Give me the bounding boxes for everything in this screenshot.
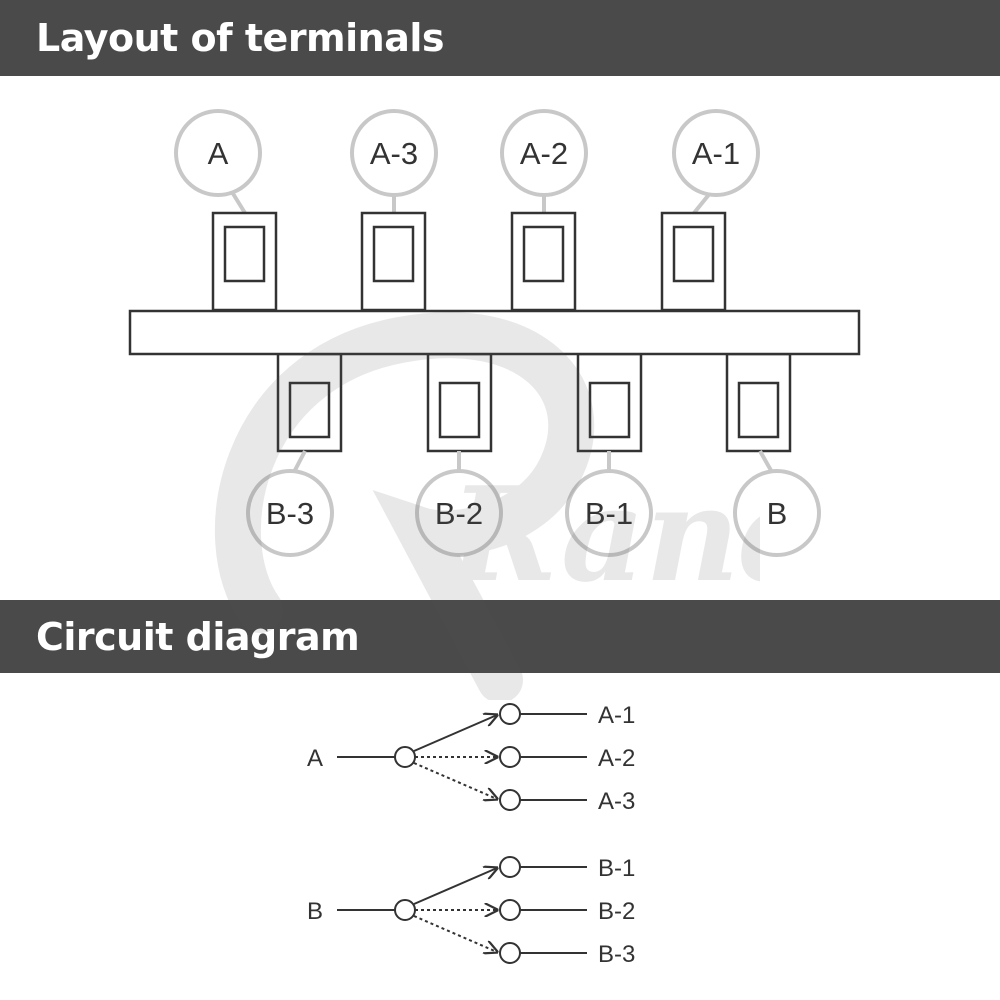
terminal-bubble-b	[733, 469, 821, 557]
terminal-slot-b3	[288, 381, 331, 439]
circuit-a-node-3	[499, 789, 521, 811]
terminal-slot-b2	[438, 381, 481, 439]
terminal-label-a2: A-2	[520, 136, 568, 171]
circuit-a-output-label-3: A-3	[598, 788, 635, 815]
circuit-b-output-label-2: B-2	[598, 898, 635, 925]
circuit-b-switch-arm-1	[413, 868, 497, 905]
terminal-label-a1: A-1	[692, 136, 740, 171]
circuit-section-header: Circuit diagram	[0, 600, 1000, 673]
terminal-layout-diagram: A A-3 A-2 A-1 B-3	[128, 109, 861, 557]
circuit-a-node-2	[499, 746, 521, 768]
circuit-a-switch-arm-1	[413, 715, 497, 752]
circuit-a-output-label-1: A-1	[598, 702, 635, 729]
terminal-slot-a	[223, 225, 266, 283]
terminal-slot-b	[737, 381, 780, 439]
circuit-a-common-node	[394, 746, 416, 768]
terminal-bubble-b2	[415, 469, 503, 557]
terminal-slot-a3	[372, 225, 415, 283]
terminal-bubble-b3	[246, 469, 334, 557]
terminal-label-b2: B-2	[435, 496, 483, 531]
terminal-label-b: B	[767, 496, 788, 531]
circuit-b-input-label: B	[307, 898, 323, 925]
circuit-b-common-node	[394, 899, 416, 921]
terminal-bubble-a3	[350, 109, 438, 197]
circuit-b-node-1	[499, 856, 521, 878]
terminal-slot-a2	[522, 225, 565, 283]
terminal-tab-a	[211, 211, 278, 312]
terminal-slot-a1	[672, 225, 715, 283]
terminal-bubble-a1	[672, 109, 760, 197]
terminal-label-b3: B-3	[266, 496, 314, 531]
terminal-label-b1: B-1	[585, 496, 633, 531]
circuit-a-node-1	[499, 703, 521, 725]
circuit-a-output-label-2: A-2	[598, 745, 635, 772]
layout-section-title: Layout of terminals	[36, 16, 445, 60]
circuit-b-switch-arm-3	[413, 915, 497, 952]
circuit-section-title: Circuit diagram	[36, 614, 360, 659]
circuit-b-node-2	[499, 899, 521, 921]
terminal-base-bar	[128, 309, 861, 356]
circuit-b-node-3	[499, 942, 521, 964]
terminal-label-a: A	[208, 136, 229, 171]
terminal-bubble-a2	[500, 109, 588, 197]
circuit-a-input-label: A	[307, 745, 323, 772]
terminal-slot-b1	[588, 381, 631, 439]
circuit-b-output-label-1: B-1	[598, 855, 635, 882]
terminal-label-a3: A-3	[370, 136, 418, 171]
terminal-bubble-b1	[565, 469, 653, 557]
circuit-a-switch-arm-3	[413, 762, 497, 799]
circuit-b-output-label-3: B-3	[598, 941, 635, 968]
leader-line-a	[230, 190, 247, 215]
terminal-bubble-a	[174, 109, 262, 197]
layout-section-header: Layout of terminals	[0, 0, 1000, 76]
